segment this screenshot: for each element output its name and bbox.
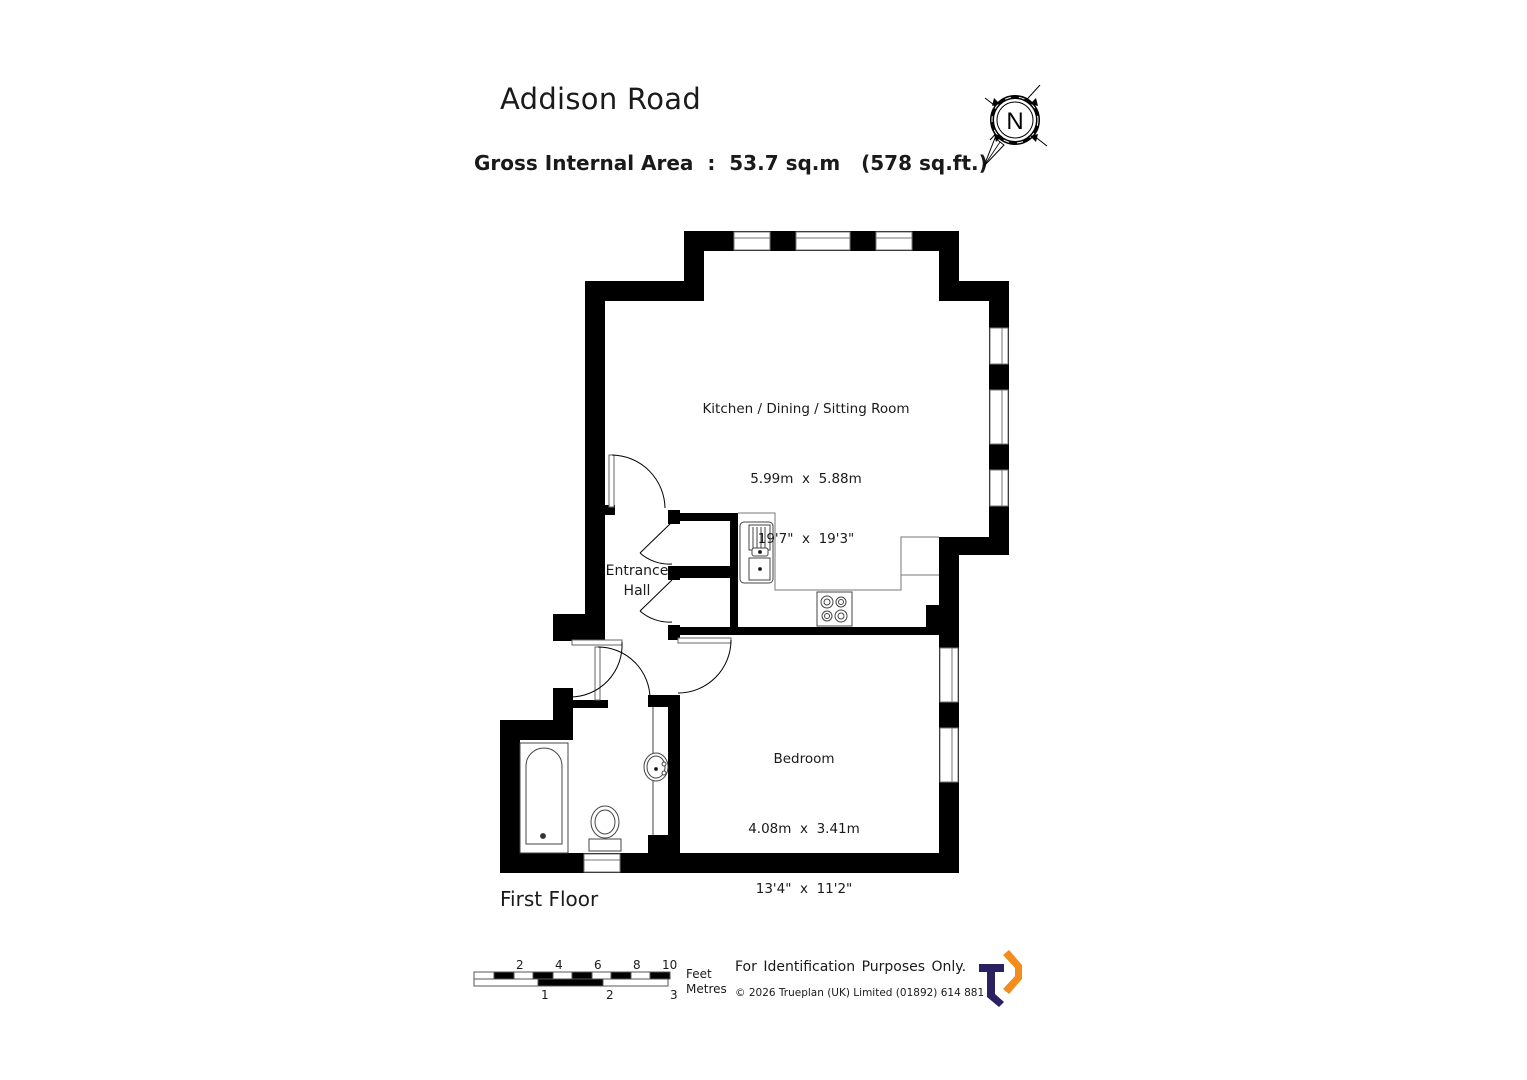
scale-feet-tick-2: 2 bbox=[516, 958, 524, 972]
doors bbox=[569, 454, 732, 701]
basin-icon bbox=[643, 707, 669, 835]
plan-title: Addison Road bbox=[500, 82, 702, 116]
room-kitchen-dining-sitting: Kitchen / Dining / Sitting Room 5.99m x … bbox=[702, 401, 910, 547]
gross-internal-area: Gross Internal Area : 53.7 sq.m (578 sq.… bbox=[474, 151, 988, 175]
scale-metre-tick-1: 1 bbox=[541, 988, 549, 1002]
scale-feet-tick-10: 10 bbox=[662, 958, 678, 972]
trueplan-logo-icon bbox=[979, 950, 1022, 1007]
scale-feet-tick-6: 6 bbox=[594, 958, 602, 972]
scale-feet-tick-8: 8 bbox=[633, 958, 641, 972]
north-compass-icon: N bbox=[983, 84, 1048, 167]
room-kitchen-imperial: 19'7" x 19'3" bbox=[757, 531, 855, 547]
scale-metres-label: Metres bbox=[686, 982, 727, 996]
room-bedroom-metric: 4.08m x 3.41m bbox=[748, 821, 860, 837]
room-bedroom: Bedroom 4.08m x 3.41m 13'4" x 11'2" bbox=[748, 751, 860, 897]
sink-icon bbox=[739, 521, 774, 584]
floor-label: First Floor bbox=[500, 887, 599, 911]
svg-text:N: N bbox=[1006, 108, 1023, 135]
scale-metre-tick-2: 2 bbox=[606, 988, 614, 1002]
scale-feet-label: Feet bbox=[686, 967, 712, 981]
room-entrance-hall: Entrance Hall bbox=[605, 563, 669, 599]
windows bbox=[583, 231, 1009, 873]
room-kitchen-metric: 5.99m x 5.88m bbox=[750, 471, 862, 487]
toilet-icon bbox=[588, 805, 622, 852]
disclaimer-text: For Identification Purposes Only. bbox=[735, 959, 967, 975]
scale-bar bbox=[473, 971, 671, 987]
hob-icon bbox=[816, 591, 853, 627]
bath-icon bbox=[519, 742, 569, 854]
copyright-text: © 2026 Trueplan (UK) Limited (01892) 614… bbox=[735, 987, 985, 999]
kitchen-worktop bbox=[738, 512, 939, 591]
room-bedroom-imperial: 13'4" x 11'2" bbox=[755, 881, 853, 897]
scale-metre-tick-3: 3 bbox=[670, 988, 678, 1002]
scale-feet-tick-4: 4 bbox=[555, 958, 563, 972]
